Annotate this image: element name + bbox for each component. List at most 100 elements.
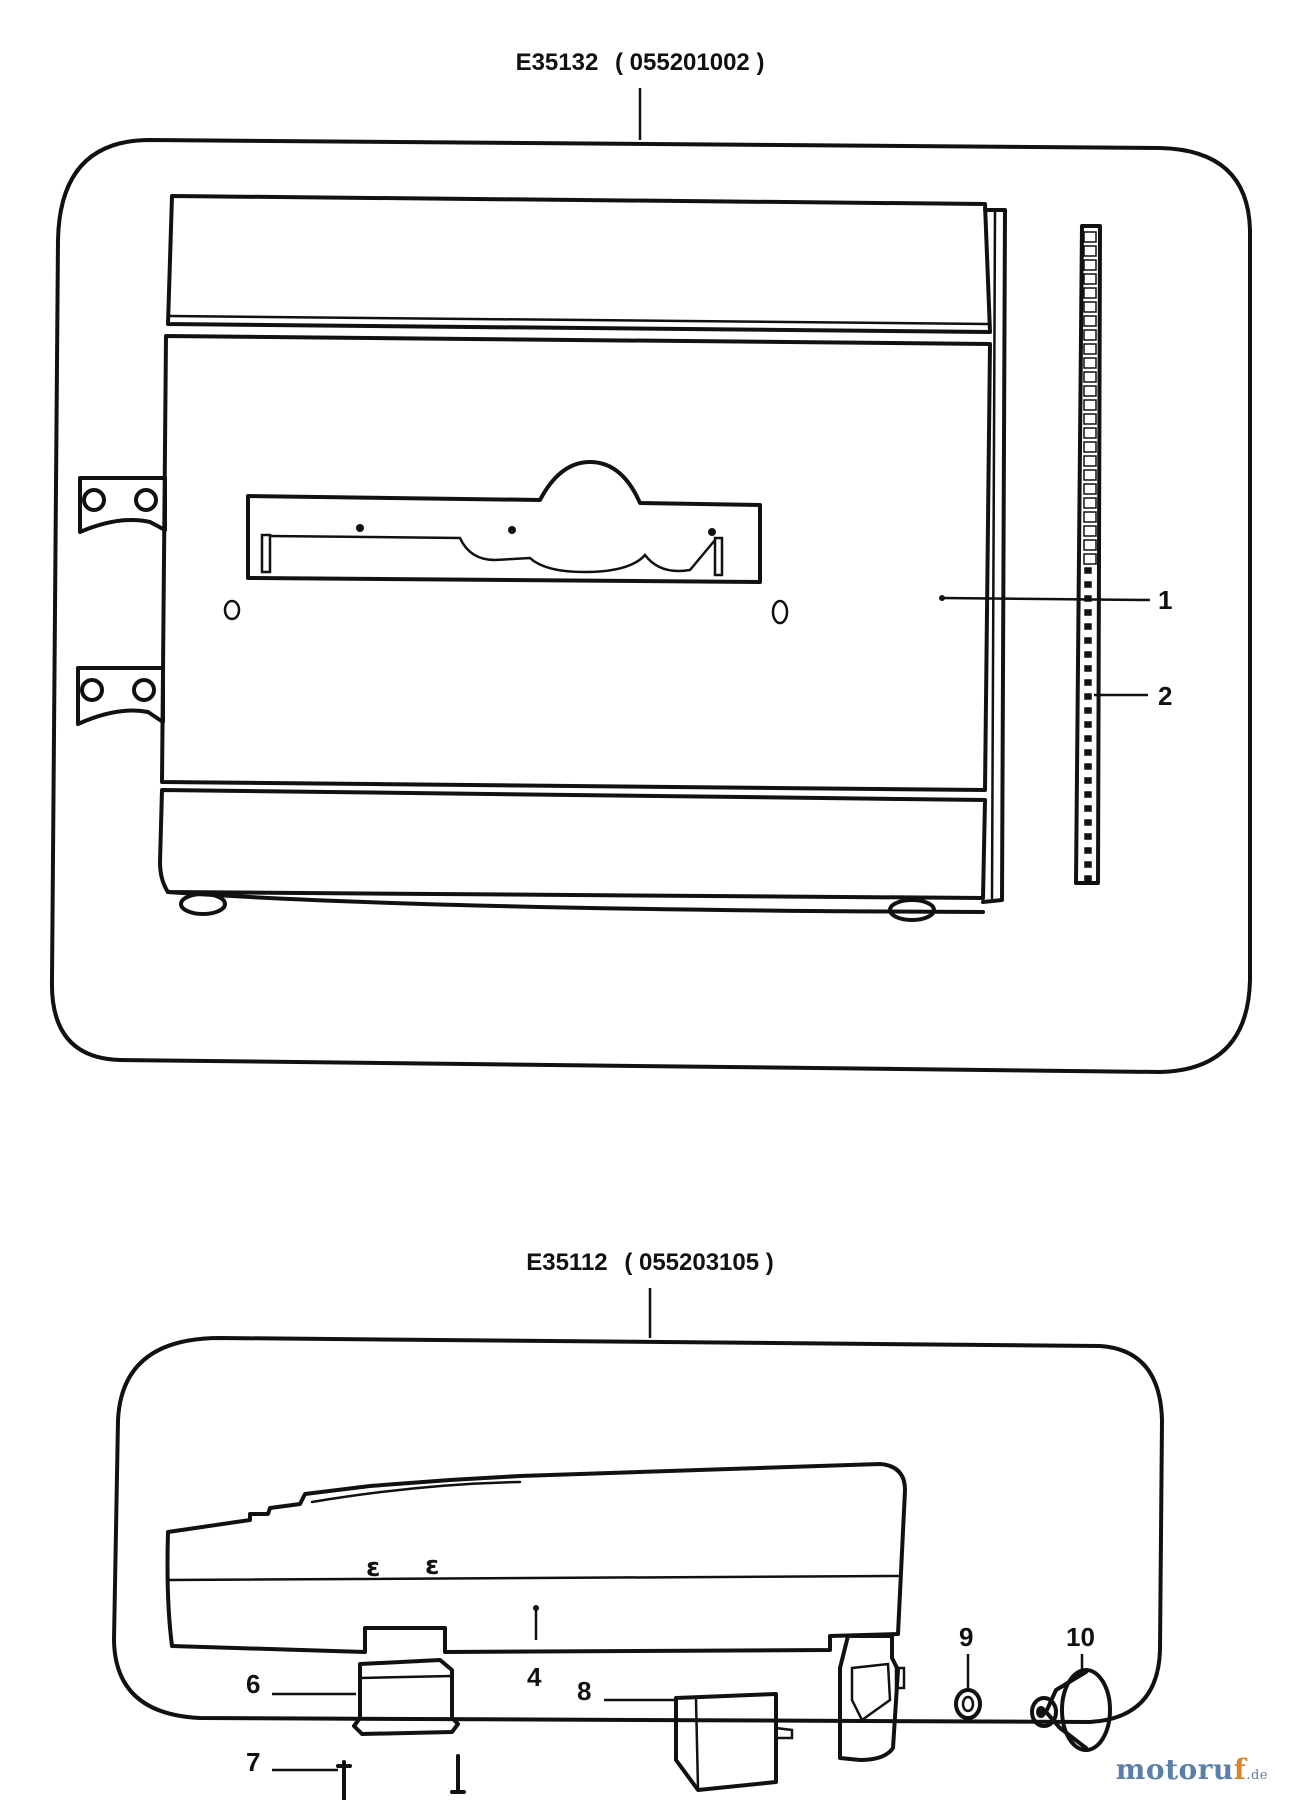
callout-8-label: 8 — [577, 1676, 591, 1706]
assembly-2-code: E35112 — [526, 1249, 607, 1276]
assembly-1-part-number: ( 055201002 ) — [615, 49, 764, 76]
scale-tick — [1084, 651, 1092, 658]
callout-7-label: 7 — [246, 1747, 260, 1777]
insert-screw-3 — [708, 528, 716, 536]
assembly-1-title: E35132 ( 055201002 ) — [516, 49, 765, 76]
throat-insert-slot — [268, 534, 717, 574]
scale-rail-ticks — [1083, 231, 1097, 882]
fence-body-outline — [165, 1462, 907, 1654]
part-7-screws — [336, 1754, 466, 1800]
scale-tick — [1084, 609, 1092, 616]
scale-tick — [1083, 329, 1097, 341]
assembly-1-group: E35132 ( 055201002 ) — [49, 49, 1252, 1074]
table-top-side-edge — [981, 208, 1007, 904]
scale-tick — [1083, 231, 1097, 243]
scale-tick — [1083, 455, 1097, 467]
clamp-upper-bolt-1 — [82, 488, 106, 512]
part-9-washer — [954, 1688, 982, 1720]
fence-end-clamp-pin — [894, 1666, 906, 1690]
scale-tick — [1084, 763, 1092, 770]
mount-hole-right — [771, 599, 789, 625]
scale-tick — [1083, 385, 1097, 397]
scale-tick — [1084, 847, 1092, 854]
foot-right — [888, 898, 936, 922]
callout-6-group: 6 — [246, 1669, 356, 1699]
throat-insert — [246, 460, 762, 584]
part-8-inner-edge — [694, 1698, 700, 1790]
scale-tick — [1084, 875, 1092, 882]
scale-tick — [1084, 735, 1092, 742]
side-clamp-upper — [78, 476, 167, 534]
scale-rail-outline — [1074, 224, 1102, 885]
mount-hole-left — [223, 599, 241, 621]
scale-tick — [1084, 791, 1092, 798]
callout-2-label: 2 — [1158, 681, 1172, 711]
clamp-lower-body — [76, 666, 165, 726]
scale-tick — [1083, 315, 1097, 327]
callout-6-label: 6 — [246, 1669, 260, 1699]
callout-10-group: 10 — [1066, 1622, 1095, 1672]
throat-insert-ends — [260, 533, 724, 577]
scale-tick — [1083, 413, 1097, 425]
scale-tick — [1083, 497, 1097, 509]
scale-tick — [1083, 343, 1097, 355]
scale-tick — [1084, 805, 1092, 812]
fence-end-clamp-detail — [850, 1662, 892, 1722]
part-9-outer — [954, 1688, 982, 1720]
scale-tick — [1083, 441, 1097, 453]
part-9-inner — [961, 1695, 975, 1713]
assembly-1-code: E35132 — [516, 49, 599, 76]
insert-screw-2 — [508, 526, 516, 534]
part-6-top-edge — [358, 1674, 454, 1680]
callout-1-leader — [941, 596, 1151, 602]
clamp-lower-bolt-2 — [132, 678, 156, 702]
callout-8-group: 8 — [577, 1676, 676, 1706]
fence-body-top-groove — [310, 1480, 522, 1504]
scale-tick — [1084, 567, 1092, 574]
table-top-rear-rail — [166, 194, 992, 334]
scale-tick — [1084, 693, 1092, 700]
callout-10-label: 10 — [1066, 1622, 1095, 1652]
foot-left — [179, 892, 227, 916]
callout-1-group: 1 — [939, 585, 1172, 615]
scale-tick — [1084, 665, 1092, 672]
scale-tick — [1084, 861, 1092, 868]
table-top-side-line — [990, 210, 997, 900]
assembly-2-part-number: ( 055203105 ) — [624, 1249, 773, 1276]
brand-watermark: motoruf.de — [1116, 1753, 1268, 1786]
scale-tick — [1084, 749, 1092, 756]
assembly-2-frame — [112, 1336, 1164, 1724]
part-7-screw-1 — [336, 1760, 352, 1800]
table-top-bottom-edge — [166, 890, 985, 914]
callout-7-group: 7 — [246, 1747, 338, 1777]
scale-tick — [1083, 357, 1097, 369]
scale-tick — [1083, 553, 1097, 565]
part-6-outline — [352, 1658, 460, 1736]
scale-tick — [1083, 259, 1097, 271]
part-10-knob-shaft — [1030, 1696, 1058, 1728]
fence-body: ɛ ɛ — [165, 1462, 907, 1762]
scale-tick — [1083, 273, 1097, 285]
scale-tick — [1083, 301, 1097, 313]
assembly-1-frame — [49, 138, 1252, 1074]
scale-tick — [1083, 511, 1097, 523]
scale-tick — [1083, 399, 1097, 411]
insert-screw-1 — [356, 524, 364, 532]
scale-tick — [1083, 525, 1097, 537]
rear-rail-edge — [168, 314, 990, 326]
scale-tick — [1084, 707, 1092, 714]
clamp-upper-bolt-2 — [134, 488, 158, 512]
scale-tick — [1084, 679, 1092, 686]
scale-tick — [1083, 371, 1097, 383]
watermark-tld: .de — [1246, 1768, 1268, 1783]
callout-4-group: 4 — [527, 1605, 542, 1692]
callout-9-group: 9 — [959, 1622, 973, 1690]
table-top-surface — [160, 334, 992, 792]
scale-tick — [1083, 245, 1097, 257]
throat-insert-outline — [246, 460, 762, 584]
part-8-tab — [774, 1726, 794, 1740]
scale-tick — [1084, 819, 1092, 826]
part-6-clamp-block — [352, 1658, 460, 1736]
